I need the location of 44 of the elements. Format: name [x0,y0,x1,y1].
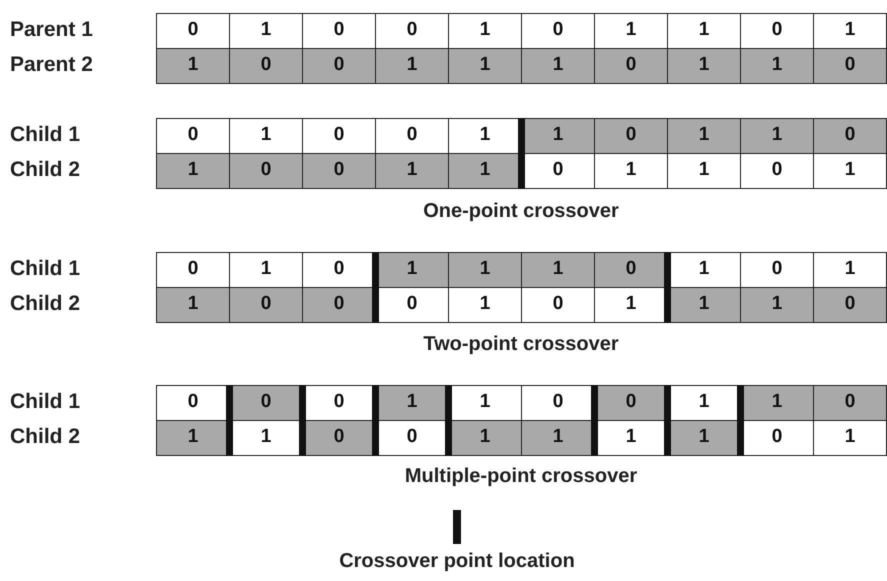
table-cell: 1 [813,252,887,288]
table-cell: 1 [667,48,741,84]
table-cell: 1 [156,48,230,84]
table-cell: 1 [448,252,522,288]
table-cell: 0 [156,118,230,154]
table-cell: 1 [156,153,230,189]
table-cell: 1 [813,153,887,189]
table-cell: 1 [740,48,814,84]
table-cell: 1 [813,13,887,49]
table-cell: 0 [156,13,230,49]
table-cell: 0 [156,252,230,288]
table-cell: 1 [667,118,741,154]
table-cell: 0 [813,118,887,154]
caption: Multiple-point crossover [404,465,638,489]
caption: Two-point crossover [422,333,620,357]
table-cell: 1 [156,287,230,323]
row-label: Child 1 [10,256,80,282]
table-cell: 1 [740,287,814,323]
table-cell: 0 [813,287,887,323]
row-label: Child 1 [10,122,80,148]
table-cell: 1 [448,48,522,84]
row-label: Parent 2 [10,52,93,78]
table-cell: 1 [813,420,887,456]
table-cell: 0 [594,118,668,154]
table-cell: 0 [302,153,376,189]
table-cell: 1 [521,48,595,84]
table-cell: 0 [813,48,887,84]
table-cell: 0 [229,287,303,323]
table-cell: 1 [740,118,814,154]
table-cell: 1 [521,252,595,288]
table-cell: 1 [375,153,449,189]
table-cell: 0 [229,48,303,84]
row-label: Child 2 [10,157,80,183]
row-label: Child 2 [10,291,80,317]
table-cell: 0 [302,48,376,84]
legend-label: Crossover point location [339,550,575,574]
table-cell: 0 [594,48,668,84]
table-cell: 0 [813,385,887,421]
row-label: Child 2 [10,424,80,450]
table-cell: 1 [375,48,449,84]
table-cell: 0 [229,153,303,189]
row-label: Parent 1 [10,17,93,43]
caption: One-point crossover [422,200,620,224]
row-label: Child 1 [10,389,80,415]
